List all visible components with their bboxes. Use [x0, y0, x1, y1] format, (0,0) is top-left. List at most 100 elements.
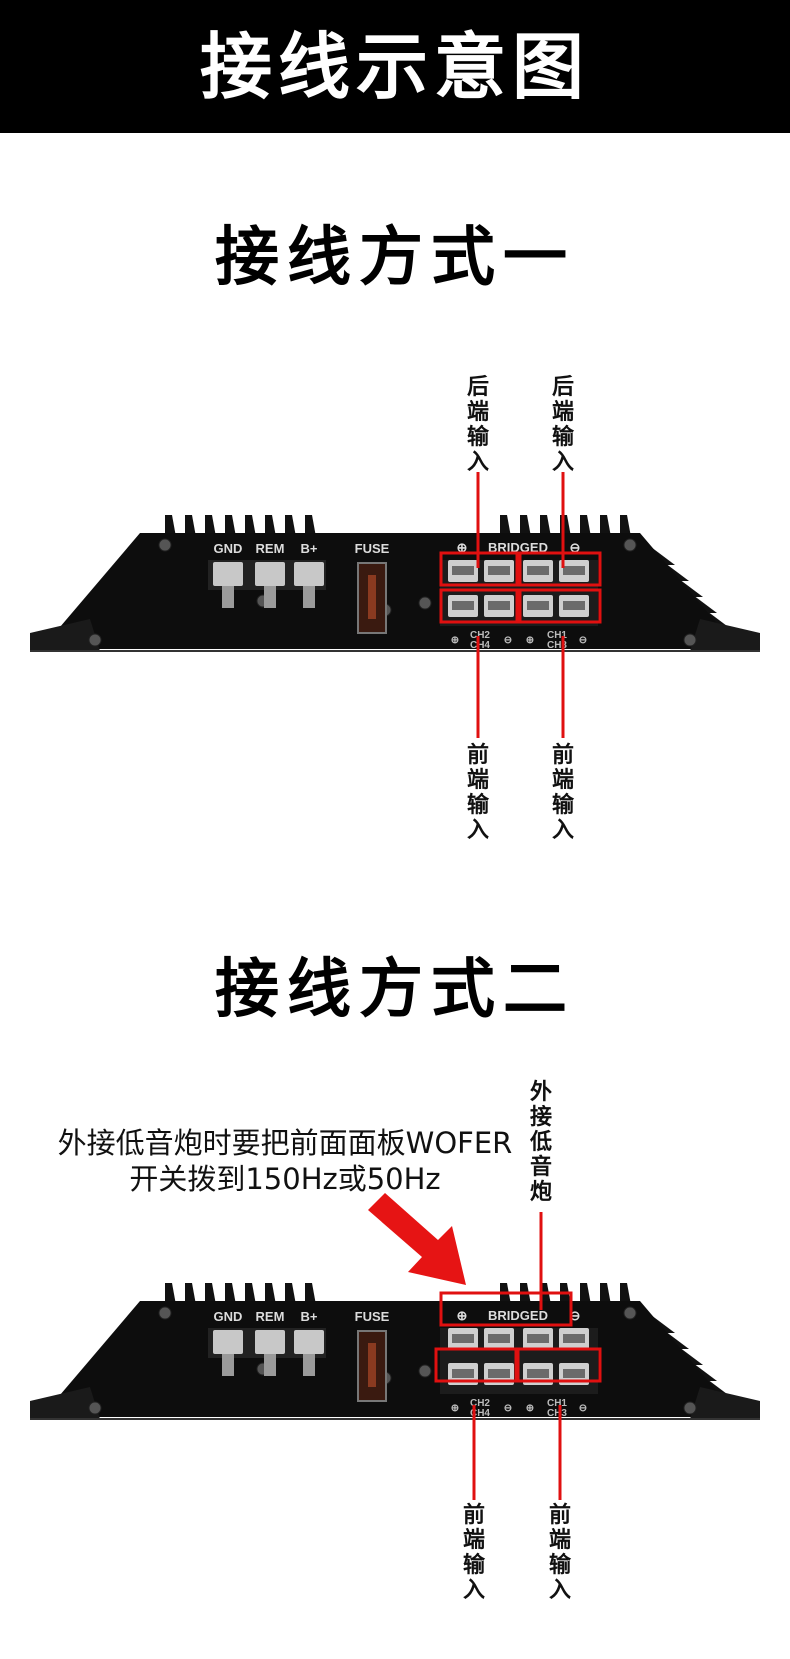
speaker-terminal-screw [452, 566, 474, 575]
plus-symbol-top: ⊕ [457, 1308, 468, 1323]
power-terminal [213, 1330, 243, 1354]
plus-symbol-top: ⊕ [457, 540, 468, 555]
mounting-foot-left [30, 619, 100, 651]
plus-symbol-bottom-right: ⊕ [526, 635, 534, 646]
screw-icon [88, 1401, 102, 1415]
heatsink-fin [305, 1283, 316, 1305]
screw-icon [623, 1306, 637, 1320]
section1-title: 接线方式一 [215, 221, 575, 295]
bridged-label: BRIDGED [488, 540, 548, 555]
screw-icon [418, 1364, 432, 1378]
heatsink-fin [265, 515, 276, 537]
minus-symbol-bottom-right: ⊖ [579, 635, 587, 646]
gnd-label: GND [214, 1309, 243, 1324]
power-terminal [255, 1330, 285, 1354]
highlight-box [434, 1347, 518, 1383]
speaker-terminal-screw [527, 566, 549, 575]
heatsink-fin [185, 1283, 196, 1305]
ch4-label: CH4 [470, 640, 490, 651]
power-terminal-clamp [264, 1354, 276, 1376]
heatsink-fin [580, 515, 591, 537]
ch3-label: CH3 [547, 640, 567, 651]
ch1-label: CH1 [547, 1398, 567, 1409]
wofer-note-line1: 外接低音炮时要把前面面板WOFER [57, 1126, 513, 1160]
ch2-label: CH2 [470, 630, 490, 641]
speaker-terminal-screw [488, 1369, 510, 1378]
minus-symbol-top: ⊖ [570, 540, 581, 555]
speaker-terminal-screw [452, 1369, 474, 1378]
heatsink-fin [285, 1283, 296, 1305]
mounting-foot-right [690, 1387, 760, 1419]
heatsink-fin [580, 1283, 591, 1305]
speaker-terminal-screw [563, 601, 585, 610]
speaker-terminal-screw [563, 1334, 585, 1343]
plus-symbol-bottom-right: ⊕ [526, 1403, 534, 1414]
fuse-label: FUSE [355, 1309, 390, 1324]
screw-icon [158, 538, 172, 552]
speaker-terminal-screw [527, 1369, 549, 1378]
rem-label: REM [256, 541, 285, 556]
heatsink-fin [245, 515, 256, 537]
heatsink-fin [205, 515, 216, 537]
heatsink-fin [620, 1283, 631, 1305]
heatsink-fin [520, 515, 531, 537]
heatsink-fin [245, 1283, 256, 1305]
speaker-terminal-screw [563, 566, 585, 575]
heatsink-fin [205, 1283, 216, 1305]
speaker-terminal-screw [488, 601, 510, 610]
bplus-label: B+ [301, 541, 318, 556]
subwoofer-label: 外接低音炮 [529, 1080, 552, 1205]
speaker-terminal-screw [452, 1334, 474, 1343]
power-terminal-clamp [222, 586, 234, 608]
heatsink-fin [265, 1283, 276, 1305]
mounting-foot-left [30, 1387, 100, 1419]
rear-input-label-left: 后端输入 [466, 375, 489, 475]
fuse-icon [368, 575, 376, 619]
heatsink-fin [225, 515, 236, 537]
ch4-label: CH4 [470, 1408, 490, 1419]
speaker-terminal-screw [563, 1369, 585, 1378]
power-terminal-clamp [222, 1354, 234, 1376]
highlight-box [516, 1347, 602, 1383]
heatsink-fin [165, 515, 176, 537]
minus-symbol-top: ⊖ [570, 1308, 581, 1323]
plus-symbol-bottom-left: ⊕ [451, 1403, 459, 1414]
heatsink-fin [225, 1283, 236, 1305]
heatsink-fin [600, 1283, 611, 1305]
fuse-icon [368, 1343, 376, 1387]
ch1-label: CH1 [547, 630, 567, 641]
speaker-terminal-screw [488, 566, 510, 575]
power-terminal-clamp [303, 1354, 315, 1376]
rem-label: REM [256, 1309, 285, 1324]
wofer-note-line2: 开关拨到150Hz或50Hz [129, 1162, 441, 1196]
page-title: 接线示意图 [199, 25, 590, 109]
power-terminal-clamp [303, 586, 315, 608]
minus-symbol-bottom-left: ⊖ [504, 635, 512, 646]
heatsink-fin [165, 1283, 176, 1305]
bridged-label: BRIDGED [488, 1308, 548, 1323]
highlight-box [518, 551, 602, 587]
bplus-label: B+ [301, 1309, 318, 1324]
heatsink-fin [620, 515, 631, 537]
power-terminal [294, 1330, 324, 1354]
fuse-label: FUSE [355, 541, 390, 556]
highlight-box [518, 588, 602, 624]
power-terminal-clamp [264, 586, 276, 608]
gnd-label: GND [214, 541, 243, 556]
power-terminal [294, 562, 324, 586]
front-input-label-right-2: 前端输入 [548, 1503, 571, 1603]
ch3-label: CH3 [547, 1408, 567, 1419]
ch2-label: CH2 [470, 1398, 490, 1409]
front-input-label-left: 前端输入 [466, 743, 489, 843]
minus-symbol-bottom-left: ⊖ [504, 1403, 512, 1414]
speaker-terminal-screw [527, 1334, 549, 1343]
screw-icon [88, 633, 102, 647]
rear-input-label-right: 后端输入 [551, 375, 574, 475]
red-arrow-icon [368, 1193, 466, 1285]
mounting-foot-right [690, 619, 760, 651]
heatsink-fin [600, 515, 611, 537]
speaker-terminal-screw [527, 601, 549, 610]
